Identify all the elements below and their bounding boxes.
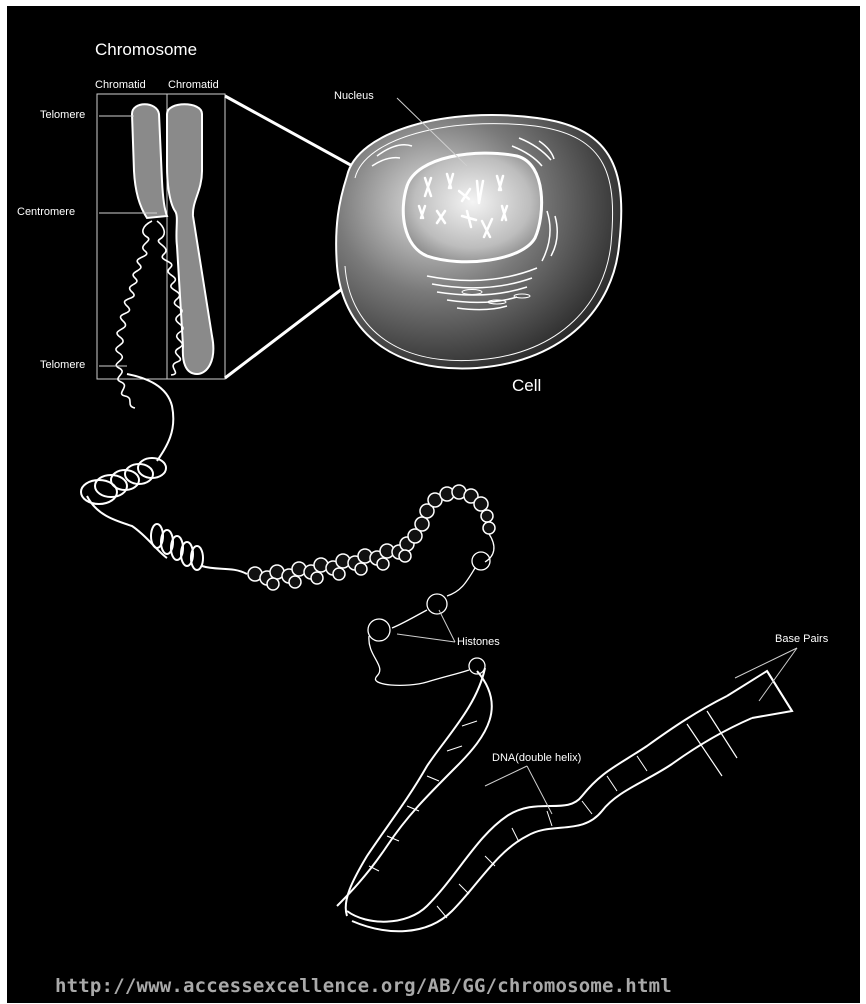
- chromosome-diagram-graphic: [7, 6, 860, 1003]
- histones-leader-1: [397, 634, 455, 642]
- dna-label: DNA(double helix): [492, 752, 581, 764]
- base-pairs-leader-1: [735, 648, 797, 678]
- supercoil-loops: [81, 458, 247, 574]
- solenoid-fiber: [248, 485, 495, 590]
- base-pairs-label: Base Pairs: [775, 633, 828, 645]
- dna-double-helix: [337, 668, 792, 931]
- chromosome-title: Chromosome: [95, 40, 197, 60]
- diagram-canvas: Chromosome Chromatid Chromatid Telomere …: [7, 6, 860, 1003]
- base-pairs-leader-2: [759, 648, 797, 701]
- centromere-label: Centromere: [17, 206, 75, 218]
- coiled-chromatin: [116, 221, 183, 408]
- cell-label: Cell: [512, 376, 541, 396]
- dna-leader-1: [485, 766, 527, 786]
- histones-leader-2: [439, 610, 455, 642]
- nucleus-label: Nucleus: [334, 90, 374, 102]
- right-chromatid: [167, 104, 213, 374]
- source-url: http://www.accessexcellence.org/AB/GG/ch…: [55, 975, 672, 997]
- chromatid-left-label: Chromatid: [95, 79, 146, 91]
- chromatid-right-label: Chromatid: [168, 79, 219, 91]
- left-chromatid: [132, 104, 167, 218]
- histones-label: Histones: [457, 636, 500, 648]
- telomere-bottom-label: Telomere: [40, 359, 85, 371]
- chromatin-thread: [127, 374, 173, 461]
- telomere-top-label: Telomere: [40, 109, 85, 121]
- nucleus-graphic: [403, 153, 541, 262]
